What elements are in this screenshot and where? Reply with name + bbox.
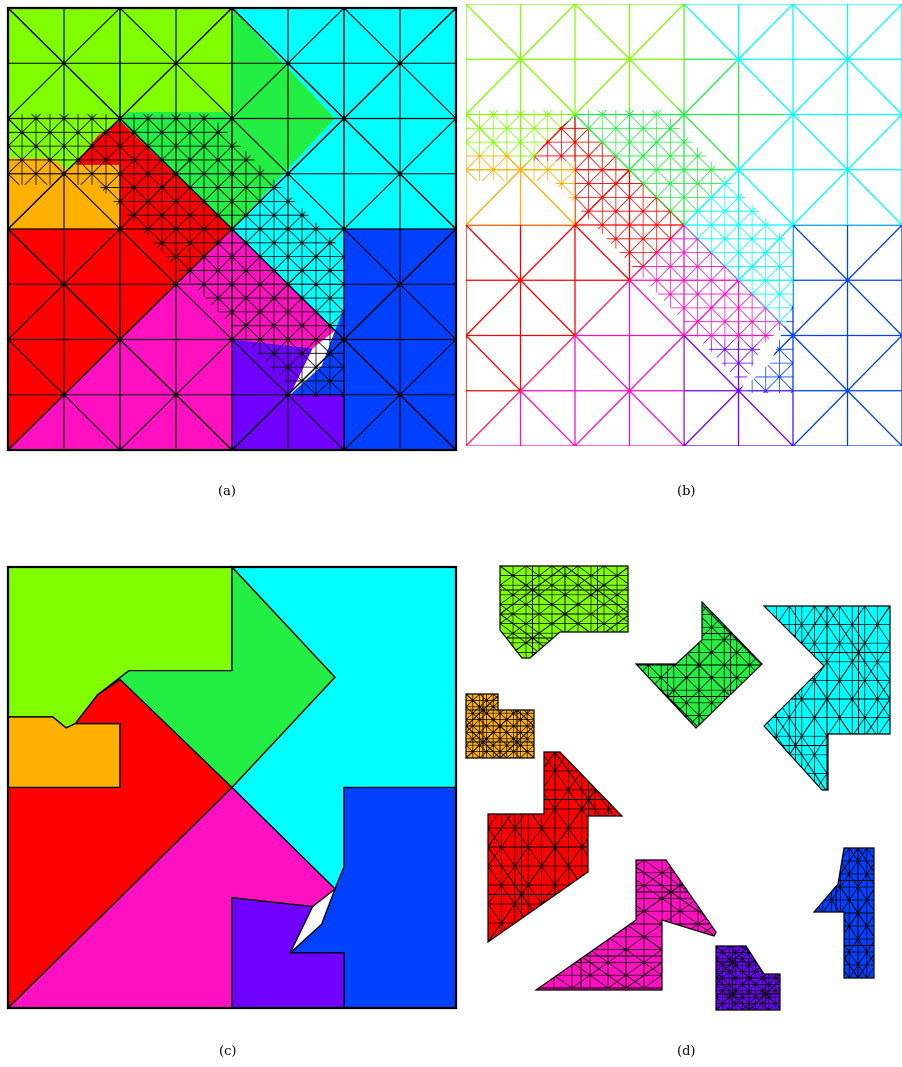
panel-a-colored-mesh (8, 8, 456, 450)
submesh-orange (466, 694, 534, 758)
submesh-lime (500, 566, 630, 662)
panel-b-colored-edges (466, 4, 902, 446)
partition-orange (8, 717, 120, 788)
submesh-violet (716, 946, 782, 1010)
caption-d: (d) (677, 1044, 695, 1059)
submesh-blue (814, 848, 902, 978)
submesh-green (636, 602, 762, 728)
submesh-cyan (764, 606, 890, 792)
caption-a: (a) (218, 484, 236, 499)
caption-c: (c) (219, 1044, 236, 1059)
panel-c-partition-regions (8, 567, 456, 1008)
panel-d-exploded-submeshes (466, 566, 902, 1010)
submesh-red (488, 752, 622, 942)
caption-b: (b) (677, 484, 695, 499)
